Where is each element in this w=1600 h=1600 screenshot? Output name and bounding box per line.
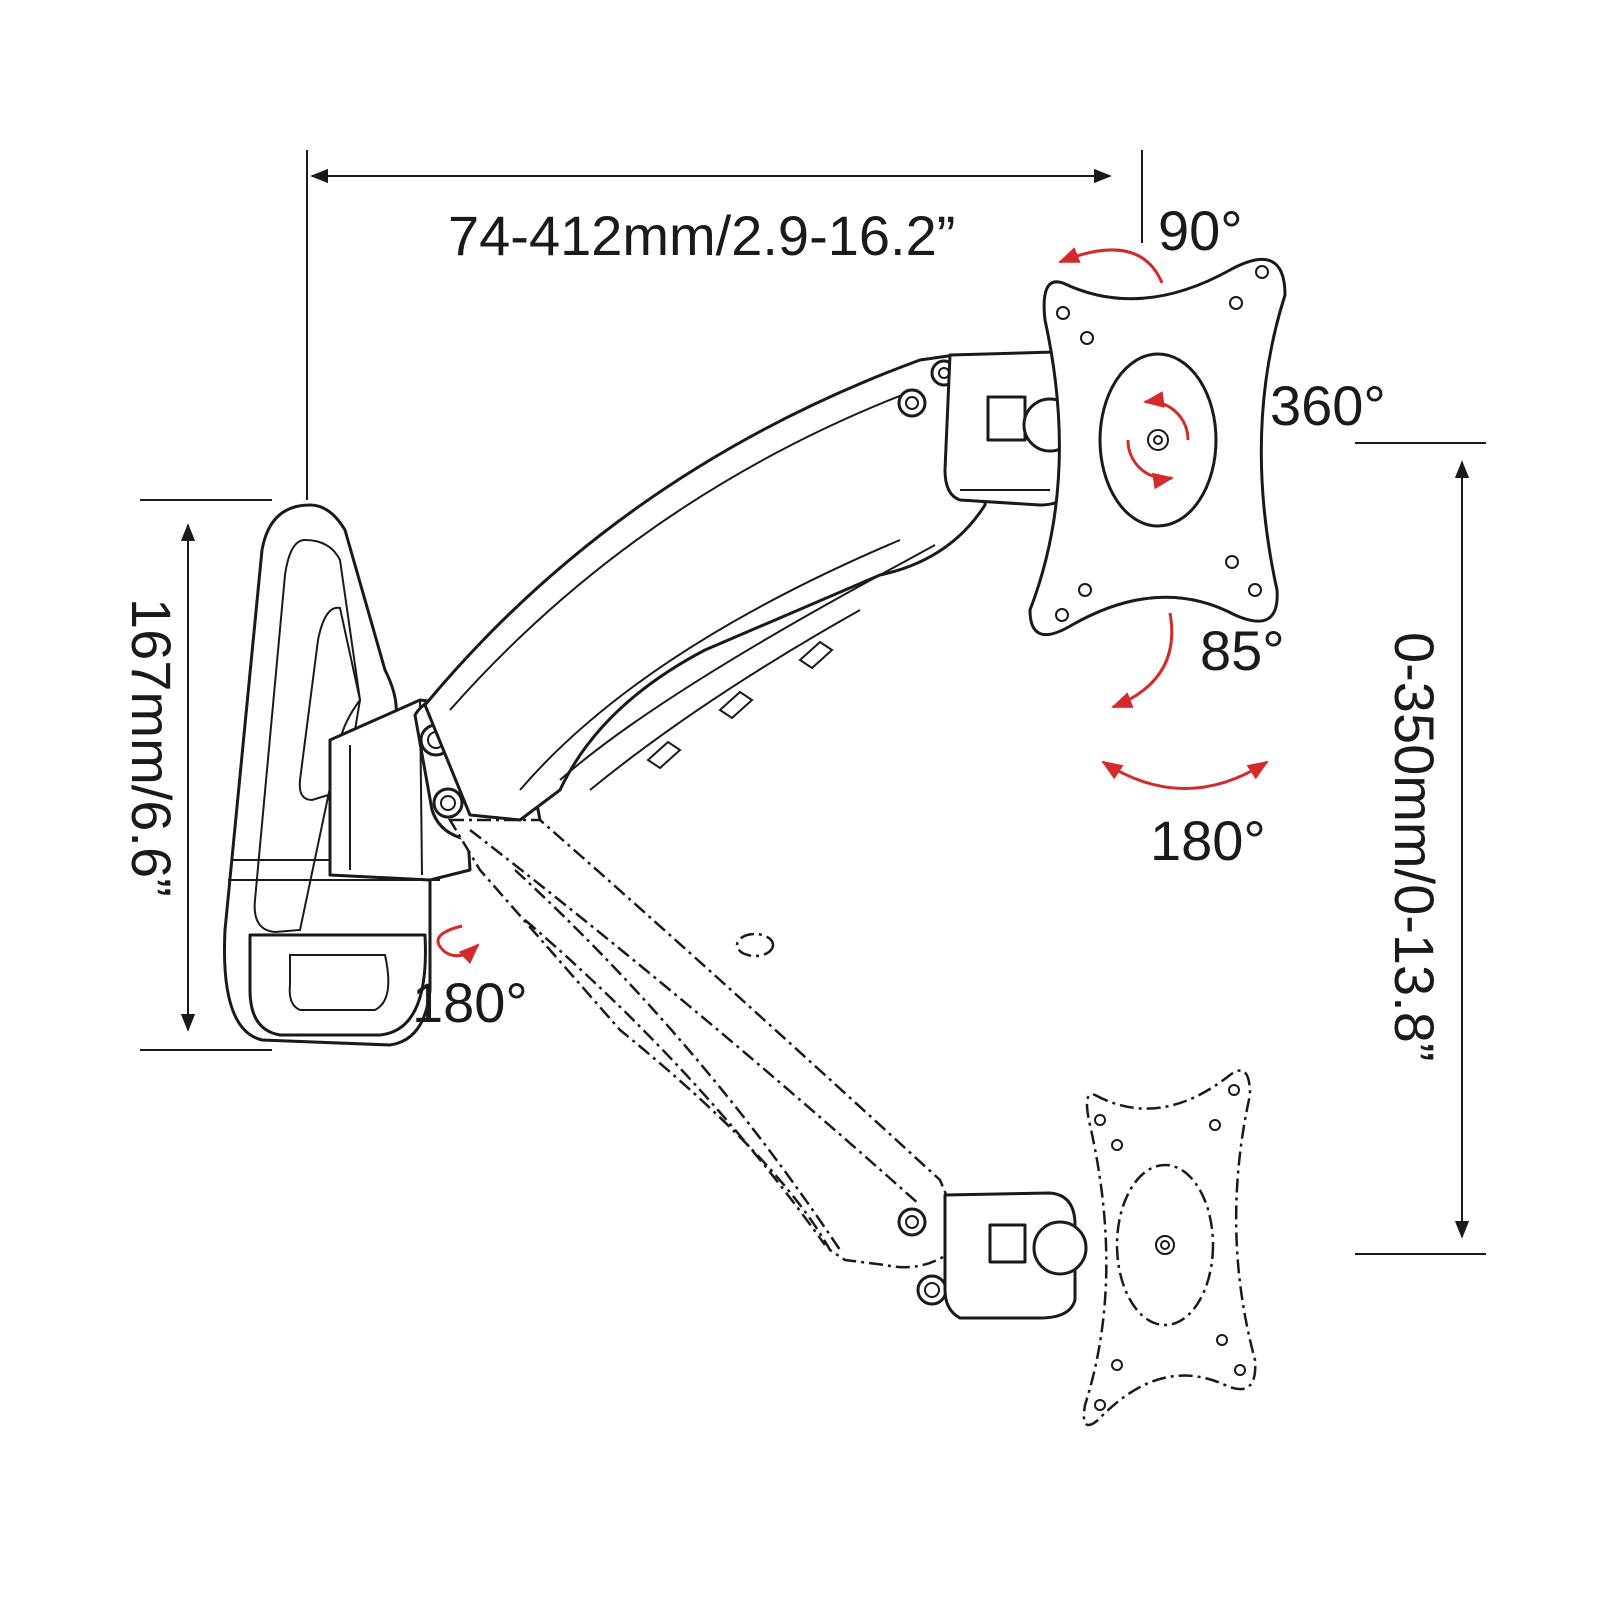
- height-adjust-dimension: 0-350mm/0-13.8”: [1355, 442, 1486, 1255]
- tilt-down-label: 85°: [1200, 619, 1285, 682]
- swivel-head-label: 180°: [1150, 809, 1266, 872]
- lower-vesa-plate-dashed: [1082, 1069, 1257, 1427]
- upper-arm: [423, 353, 987, 822]
- tilt-up-arrow: [1058, 247, 1164, 284]
- base-height-label: 167mm/6.6”: [120, 598, 183, 897]
- base-height-dimension: 167mm/6.6”: [120, 499, 272, 1051]
- lower-arm-dashed: [447, 818, 1088, 1320]
- wall-plate: [222, 503, 450, 1047]
- rotate-arrow-lower: [1126, 439, 1175, 490]
- reach-label: 74-412mm/2.9-16.2”: [448, 204, 955, 267]
- tilt-up-label: 90°: [1158, 199, 1243, 262]
- rotate-arrow-upper: [1142, 391, 1190, 441]
- height-adjust-label: 0-350mm/0-13.8”: [1383, 632, 1446, 1062]
- tilt-down-arrow: [1111, 612, 1174, 709]
- swivel-base-arrow: [436, 924, 480, 965]
- rotation-indicators: [436, 247, 1269, 965]
- rotate-label: 360°: [1270, 374, 1386, 437]
- reach-dimension: 74-412mm/2.9-16.2”: [306, 150, 1143, 500]
- swivel-base-label: 180°: [412, 971, 528, 1034]
- upper-vesa-plate: [1028, 258, 1287, 636]
- swivel-head-arrow: [1101, 760, 1269, 790]
